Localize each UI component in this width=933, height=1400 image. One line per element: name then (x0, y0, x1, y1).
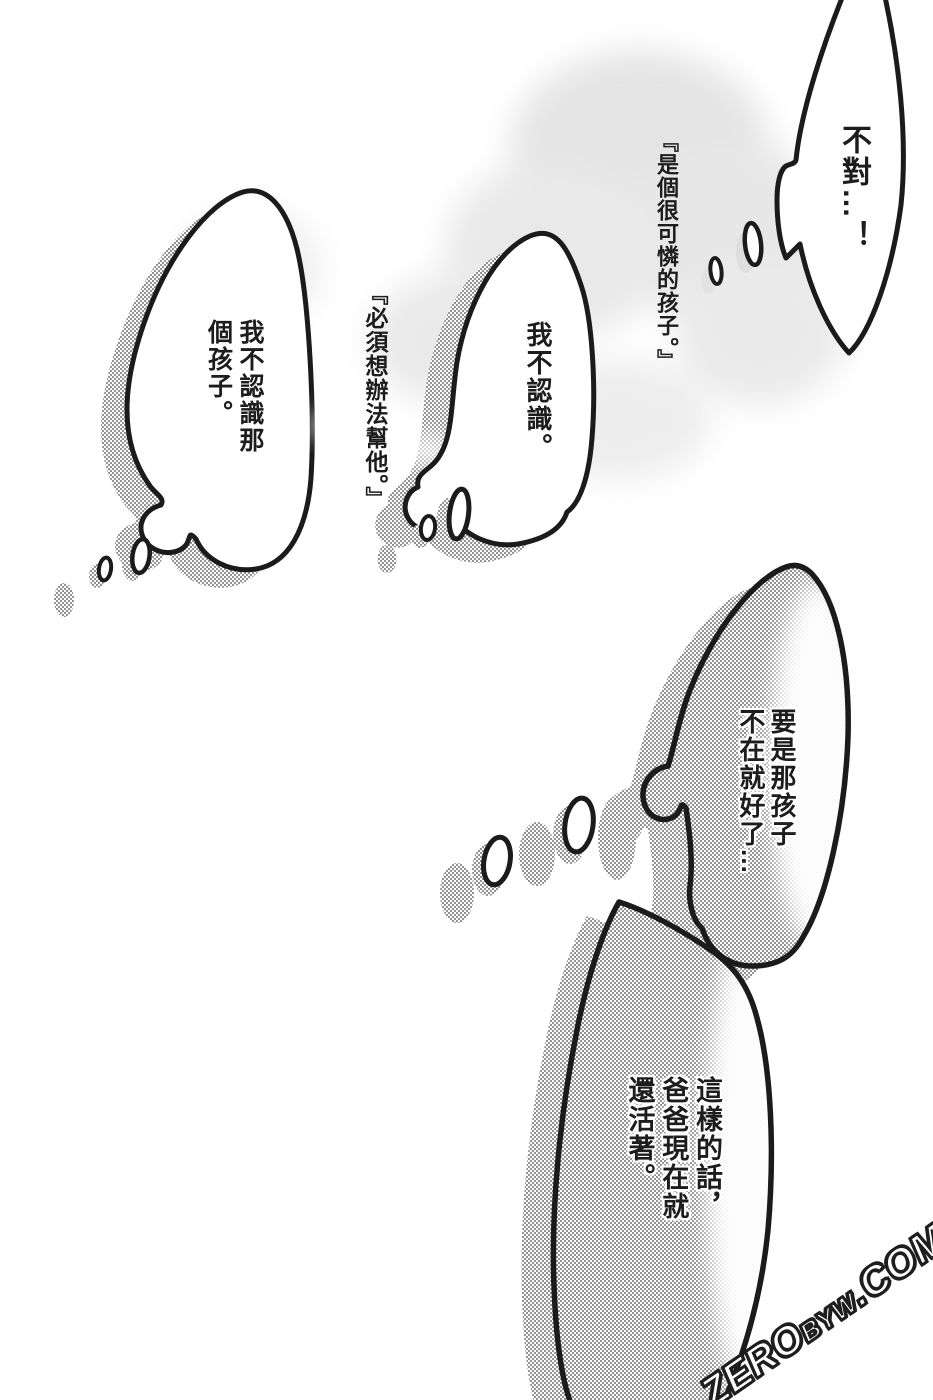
thought-bubble-middle (309, 230, 597, 573)
thought-bubble-left (54, 188, 315, 617)
narration-text-help: 『必須想辦法幫他。』 (361, 282, 389, 511)
thought-bubble-top-right (701, 0, 906, 356)
thought-trail-bottom (440, 795, 636, 923)
thought-text-line: 我不認識。 (523, 321, 553, 461)
narration-text-line: 『必須想辦法幫他。』 (362, 282, 388, 511)
thought-text-top-right: 不對…！ (834, 124, 871, 252)
thought-text-line: 要是那孩子 (767, 708, 797, 848)
thought-text-line: 不在就好了… (735, 708, 766, 876)
narration-text-line: 『是個很可憐的孩子。』 (654, 130, 679, 372)
narration-text-pity: 『是個很可憐的孩子。』 (652, 130, 679, 372)
thought-text-wish: 要是那孩子 不在就好了… (735, 708, 797, 876)
thought-text-line: 不對…！ (837, 124, 870, 252)
thought-text-line: 還活著。 (624, 1076, 655, 1192)
thought-text-line: 這樣的話， (692, 1076, 722, 1221)
thought-text-bottom: 這樣的話， 爸爸現在就 還活著。 (622, 1076, 723, 1221)
thought-text-line: 爸爸現在就 (658, 1076, 689, 1221)
thought-text-line: 我不認識那 (236, 319, 264, 454)
thought-bubble-bottom (521, 899, 775, 1400)
thought-text-line: 個孩子。 (204, 319, 233, 427)
thought-text-left: 我不認識那 個孩子。 (202, 319, 265, 454)
thought-text-middle: 我不認識。 (521, 321, 553, 461)
